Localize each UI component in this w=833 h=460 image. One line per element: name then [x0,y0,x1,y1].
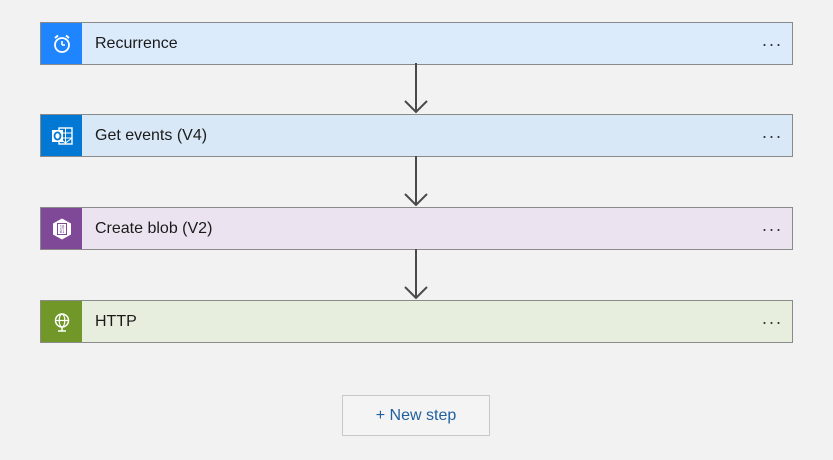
svg-text:10: 10 [59,224,64,229]
connector-arrow [404,249,428,300]
clock-icon [53,34,70,53]
step-label: Recurrence [95,34,178,52]
step-icon-box [41,301,82,342]
step-label: Get events (V4) [95,126,208,144]
connector-arrow [404,156,428,207]
more-options-icon[interactable]: ··· [761,33,783,54]
step-card-recurrence[interactable]: Recurrence ··· [40,22,793,65]
blob-storage-icon: 10 01 [52,218,71,239]
step-card-http[interactable]: HTTP ··· [40,300,793,343]
step-label: HTTP [95,312,137,330]
step-card-create-blob[interactable]: 10 01 Create blob (V2) ··· [40,207,793,250]
new-step-label: + New step [375,406,457,424]
step-label: Create blob (V2) [95,219,213,237]
svg-text:01: 01 [59,229,64,234]
more-options-icon[interactable]: ··· [761,125,783,146]
outlook-icon [51,126,73,145]
step-icon-box [41,115,82,156]
step-card-get-events[interactable]: Get events (V4) ··· [40,114,793,157]
connector-arrow [404,63,428,114]
new-step-button[interactable]: + New step [342,395,490,436]
step-icon-box [41,23,82,64]
step-icon-box: 10 01 [41,208,82,249]
more-options-icon[interactable]: ··· [761,311,783,332]
globe-icon [54,312,69,332]
more-options-icon[interactable]: ··· [761,218,783,239]
